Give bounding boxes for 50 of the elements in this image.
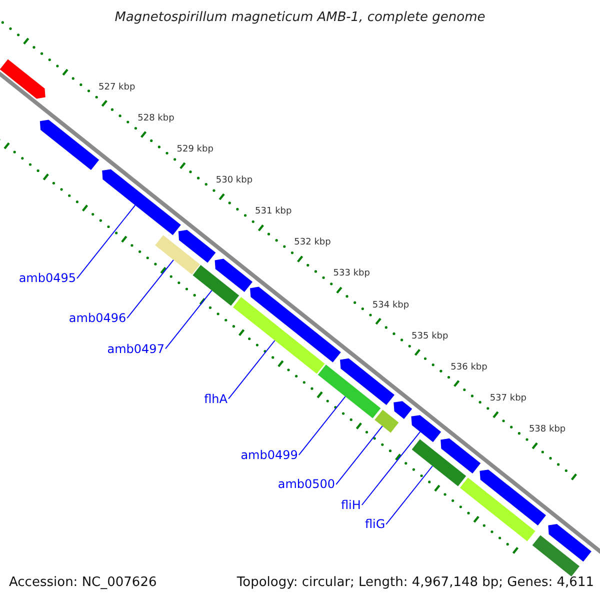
gene-segment <box>440 438 481 474</box>
scale-label: 535 kbp <box>412 332 448 342</box>
gene-segment <box>102 169 181 236</box>
leader-line <box>336 426 383 485</box>
gene-segment <box>178 230 216 263</box>
scale-label: 528 kbp <box>138 114 174 124</box>
gene-segment <box>411 415 442 442</box>
gene-segment <box>480 470 546 526</box>
gene-label: amb0500 <box>278 478 336 490</box>
leader-line <box>76 204 136 279</box>
gene-segment <box>250 286 341 362</box>
leader-line <box>228 340 276 400</box>
scale-label: 529 kbp <box>176 145 214 154</box>
accession-text: Accession: NC_007626 <box>9 576 157 589</box>
gene-segment <box>40 120 100 170</box>
scale-label: 538 kbp <box>528 426 566 435</box>
gene-label: amb0495 <box>18 272 76 284</box>
leader-line <box>165 290 212 350</box>
scale-label: 536 kbp <box>450 363 488 372</box>
gene-label: amb0496 <box>68 312 126 324</box>
gene-segment <box>412 439 466 486</box>
gene-segment <box>0 59 46 99</box>
gene-segment <box>155 235 200 274</box>
gene-segment <box>192 265 240 306</box>
gene-label: flhA <box>204 392 228 405</box>
scale-label: 533 kbp <box>333 270 370 279</box>
gene-label: fliH <box>340 498 361 511</box>
gene-label: amb0497 <box>107 342 164 355</box>
scale-label: 534 kbp <box>372 301 410 310</box>
gene-label: fliG <box>364 518 386 530</box>
gene-segment <box>233 297 325 374</box>
leader-line <box>126 259 174 319</box>
gene-segment <box>214 258 252 292</box>
scale-label: 530 kbp <box>216 176 253 186</box>
gene-segment <box>532 535 580 576</box>
gene-label: amb0499 <box>240 448 298 461</box>
scale-label: 531 kbp <box>255 208 292 217</box>
genome-stats-text: Topology: circular; Length: 4,967,148 bp; Genes: 4,611 <box>236 576 594 589</box>
gene-segment <box>318 364 381 418</box>
scale-label: 537 kbp <box>490 394 526 404</box>
gene-segment <box>340 358 394 405</box>
gene-segment <box>460 478 536 542</box>
gene-segment <box>548 524 592 562</box>
gene-segment <box>374 410 399 433</box>
leader-line <box>361 431 421 506</box>
gene-segment <box>394 401 412 419</box>
scale-label: 532 kbp <box>294 238 331 248</box>
scale-label: 527 kbp <box>98 83 136 92</box>
leader-line <box>386 466 433 525</box>
title: Magnetospirillum magneticum AMB-1, complete genome <box>114 10 486 25</box>
